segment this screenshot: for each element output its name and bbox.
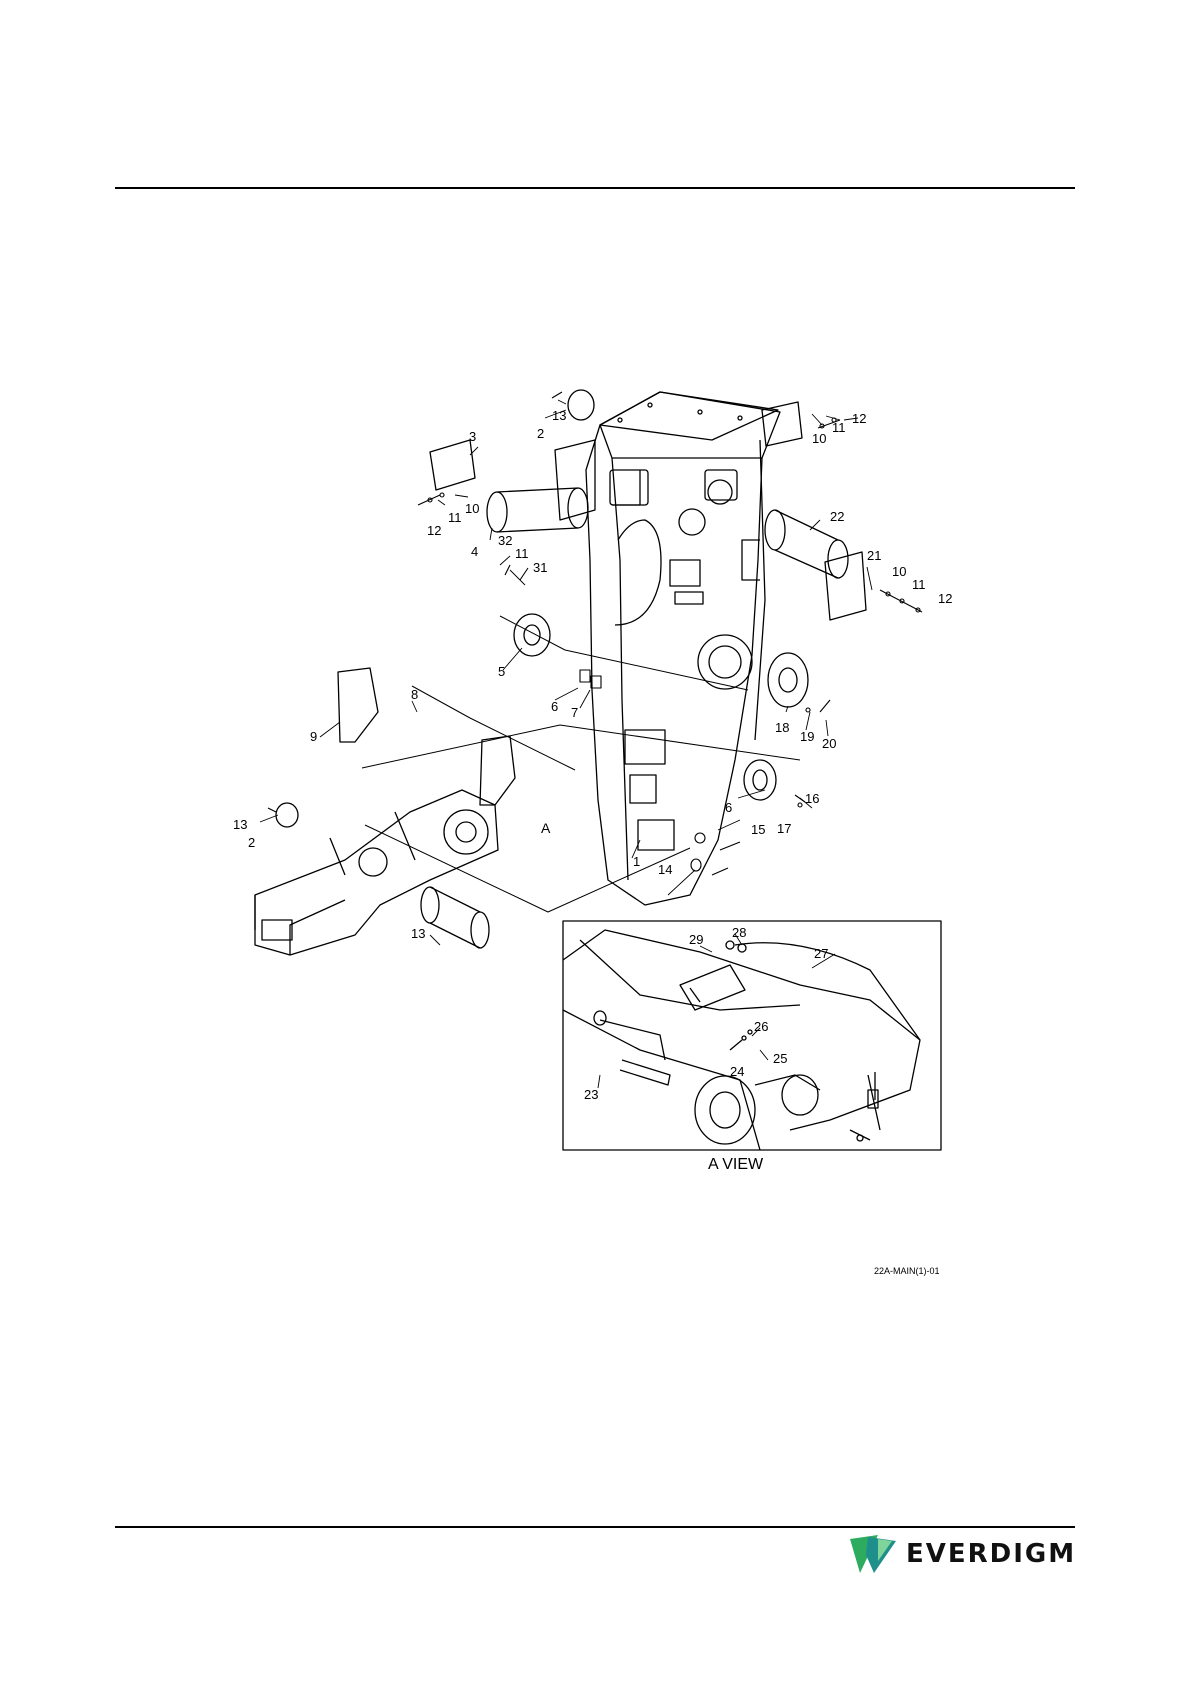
pin-4 [487, 488, 588, 532]
callout-13-left: 13 [233, 817, 247, 832]
callout-14: 14 [658, 862, 672, 877]
view-letter-a: A [541, 820, 551, 836]
callout-11-right: 11 [912, 577, 926, 592]
logo-mark-icon [848, 1533, 898, 1575]
flange-18 [768, 653, 808, 707]
callout-3: 3 [469, 429, 476, 444]
callout-15: 15 [751, 822, 765, 837]
callout-31: 31 [533, 560, 547, 575]
callout-6-mid: 6 [551, 699, 558, 714]
callout-2-left: 2 [248, 835, 255, 850]
callout-28: 28 [732, 925, 746, 940]
callout-32: 32 [498, 533, 512, 548]
callout-10-right: 10 [892, 564, 906, 579]
callout-20: 20 [822, 736, 836, 751]
callout-8: 8 [411, 687, 418, 702]
callout-13-bottom: 13 [411, 926, 425, 941]
callout-24: 24 [730, 1064, 744, 1079]
callout-6-right: 6 [725, 800, 732, 815]
callout-17: 17 [777, 821, 791, 836]
callout-19: 19 [800, 729, 814, 744]
callout-16: 16 [805, 791, 819, 806]
top-plate [600, 392, 778, 440]
callout-5: 5 [498, 664, 505, 679]
callout-4: 4 [471, 544, 478, 559]
cover-plate-left-back [555, 440, 595, 520]
callout-9: 9 [310, 729, 317, 744]
footer-rule [115, 1526, 1075, 1528]
washer-6-right [744, 760, 776, 800]
callout-25: 25 [773, 1051, 787, 1066]
callout-11-left: 11 [448, 510, 462, 525]
lower-link [255, 790, 498, 955]
callout-13-top: 13 [552, 408, 566, 423]
callout-21: 21 [867, 548, 881, 563]
lock-plate-center [480, 736, 515, 805]
cover-plate-21 [825, 552, 866, 620]
callout-27: 27 [814, 946, 828, 961]
callout-10-left: 10 [465, 501, 479, 516]
callout-1: 1 [633, 854, 640, 869]
callout-26: 26 [754, 1019, 768, 1034]
callout-10-top-right: 10 [812, 431, 826, 446]
callout-7: 7 [571, 705, 578, 720]
callout-23: 23 [584, 1087, 598, 1102]
assembly-line-a [365, 825, 690, 912]
inset-caption: A VIEW [708, 1156, 764, 1173]
callout-18: 18 [775, 720, 789, 735]
cover-plate-top-right [762, 402, 802, 446]
drawing-code: 22A-MAIN(1)-01 [874, 1266, 940, 1276]
callout-12-top-right: 12 [852, 411, 866, 426]
end-cap-2-top [568, 390, 594, 420]
callout-12-left: 12 [427, 523, 441, 538]
logo-text: EVERDIGM [906, 1539, 1076, 1569]
callout-11-top-right: 11 [832, 420, 846, 435]
callout-2-top: 2 [537, 426, 544, 441]
pin-13-lower [421, 887, 489, 948]
washer-5 [514, 614, 550, 656]
callout-22: 22 [830, 509, 844, 524]
end-cap-2-left [276, 803, 298, 827]
cover-plate-3 [430, 440, 475, 490]
leader-lines [260, 400, 872, 1088]
company-logo: EVERDIGM [848, 1530, 1078, 1578]
callout-29: 29 [689, 932, 703, 947]
callout-12-right: 12 [938, 591, 952, 606]
callout-11-mid: 11 [515, 546, 529, 561]
lock-plate-9 [338, 668, 378, 742]
